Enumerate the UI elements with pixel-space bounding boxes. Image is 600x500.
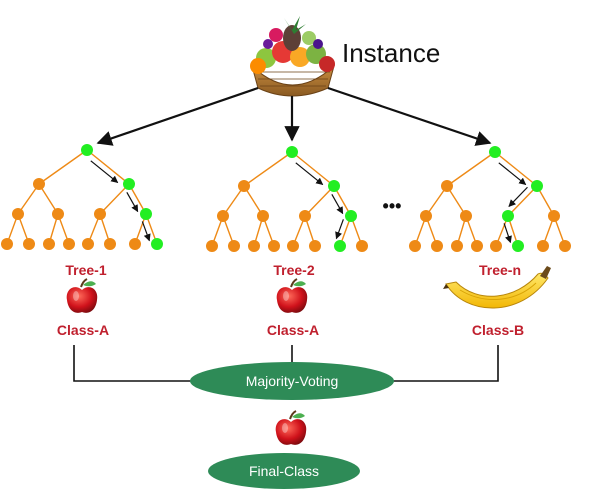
decision-path-arrow xyxy=(141,221,151,242)
tree-node xyxy=(248,240,260,252)
tree-edge xyxy=(222,185,245,217)
tree-node xyxy=(471,240,483,252)
tree-node xyxy=(460,210,472,222)
tree-node xyxy=(257,210,269,222)
tree-node xyxy=(441,180,453,192)
tree-node xyxy=(299,210,311,222)
decision-tree-2 xyxy=(206,146,368,252)
decision-path-arrow xyxy=(335,219,344,240)
apple-icon xyxy=(66,278,98,313)
tree-edge xyxy=(304,185,335,217)
decision-tree-3 xyxy=(409,146,571,252)
decision-path-arrow xyxy=(503,223,512,244)
tree-node-selected xyxy=(140,208,152,220)
decision-path-arrow xyxy=(331,194,344,215)
tree-n-class-label: Class-B xyxy=(472,322,524,338)
tree-edge xyxy=(86,149,130,185)
tree-edge xyxy=(425,185,448,217)
tree-node-selected xyxy=(489,146,501,158)
tree-node-selected xyxy=(512,240,524,252)
tree-node xyxy=(228,240,240,252)
tree-node xyxy=(451,240,463,252)
tree-node xyxy=(268,240,280,252)
tree-edge xyxy=(17,183,40,215)
tree-node xyxy=(52,208,64,220)
tree-node-selected xyxy=(328,180,340,192)
apple-icon xyxy=(275,410,307,445)
connector-tree-n xyxy=(386,345,499,382)
tree-1-label: Tree-1 xyxy=(65,262,106,278)
majority-voting-label: Majority-Voting xyxy=(246,373,339,389)
tree-node xyxy=(238,180,250,192)
tree-node xyxy=(420,210,432,222)
tree-edge xyxy=(99,183,130,215)
apple-icon xyxy=(276,278,308,313)
tree-node-selected xyxy=(502,210,514,222)
final-class-node: Final-Class xyxy=(208,453,360,489)
tree-node-selected xyxy=(286,146,298,158)
tree-node xyxy=(537,240,549,252)
instance-arrows xyxy=(96,86,492,146)
tree-edge xyxy=(38,149,88,185)
arrow-to-tree-1 xyxy=(96,86,259,146)
tree-2-label: Tree-2 xyxy=(273,262,314,278)
majority-voting-node: Majority-Voting xyxy=(190,362,394,400)
trees xyxy=(1,144,571,252)
tree-node xyxy=(1,238,13,250)
tree-node xyxy=(309,240,321,252)
decision-path-arrow xyxy=(498,162,527,186)
instance-label: Instance xyxy=(342,38,440,68)
tree-node xyxy=(548,210,560,222)
tree-node xyxy=(33,178,45,190)
tree-node-selected xyxy=(151,238,163,250)
tree-node-selected xyxy=(345,210,357,222)
tree-node xyxy=(104,238,116,250)
connector-tree-1 xyxy=(73,345,198,382)
tree-edge xyxy=(446,151,496,187)
tree-node-selected xyxy=(334,240,346,252)
tree-edge xyxy=(494,151,538,187)
tree-node xyxy=(129,238,141,250)
tree-node xyxy=(23,238,35,250)
tree-n-label: Tree-n xyxy=(479,262,521,278)
fruit-basket-icon xyxy=(250,16,335,97)
tree-node xyxy=(206,240,218,252)
tree-node xyxy=(12,208,24,220)
tree-node-selected xyxy=(81,144,93,156)
tree-2-class-label: Class-A xyxy=(267,322,319,338)
decision-path-arrow xyxy=(126,192,139,213)
tree-node-selected xyxy=(531,180,543,192)
tree-node-selected xyxy=(123,178,135,190)
tree-node xyxy=(63,238,75,250)
final-class-label: Final-Class xyxy=(249,463,319,479)
tree-node xyxy=(82,238,94,250)
decision-path-arrow xyxy=(508,186,528,207)
ellipsis: ••• xyxy=(383,196,402,216)
tree-edge xyxy=(507,185,538,217)
tree-node xyxy=(43,238,55,250)
tree-node xyxy=(356,240,368,252)
tree-node xyxy=(287,240,299,252)
tree-node xyxy=(94,208,106,220)
decision-tree-1 xyxy=(1,144,163,250)
tree-node xyxy=(217,210,229,222)
arrow-to-tree-n xyxy=(327,86,492,146)
tree-node xyxy=(431,240,443,252)
tree-node xyxy=(409,240,421,252)
tree-1-class-label: Class-A xyxy=(57,322,109,338)
decision-path-arrow xyxy=(90,160,119,184)
tree-node xyxy=(559,240,571,252)
tree-edge xyxy=(291,151,335,187)
tree-node xyxy=(490,240,502,252)
tree-edge xyxy=(243,151,293,187)
banana-icon xyxy=(443,266,551,309)
decision-path-arrow xyxy=(295,162,324,186)
